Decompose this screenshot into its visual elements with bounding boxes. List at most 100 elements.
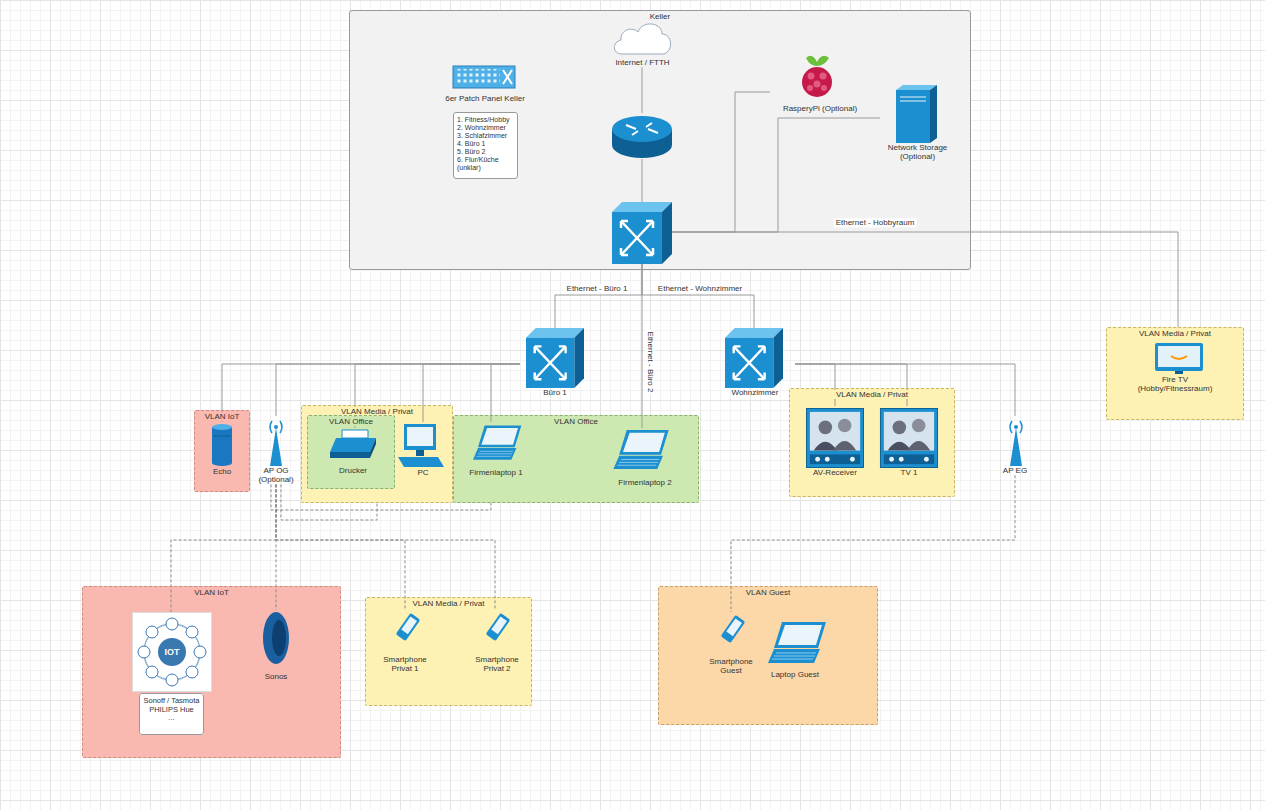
device-label: Büro 1	[520, 388, 590, 397]
smartphone: Smartphone Guest	[698, 612, 764, 675]
device-label: TV 1	[875, 468, 943, 477]
pc: PC	[398, 422, 448, 477]
device-label: Firmenlaptop 1	[458, 468, 534, 477]
vlan-group: VLAN Media / PrivatSmartphone Privat 1Sm…	[365, 597, 532, 706]
group-heading: VLAN Office	[552, 417, 600, 426]
ethernet-link	[355, 364, 520, 428]
access-point: AP OG (Optional)	[253, 416, 299, 484]
device-label: 6. Flur/Küche (unklar)	[457, 156, 514, 172]
smartphone-icon	[721, 615, 746, 643]
vlan-group: VLAN OfficeFirmenlaptop 1 Firmenlaptop 2	[453, 415, 699, 503]
pc-icon	[398, 424, 444, 467]
site-box: KellerInternet / FTTH 6er Patch Panel Kel…	[349, 10, 971, 270]
group-heading: Keller	[648, 12, 672, 21]
vlan-group: VLAN Media / PrivatAV-Receiver TV 1	[789, 388, 955, 497]
patch-note: 1. Fitness/Hobby2. Wohnzimmer3. Schlafzi…	[453, 112, 518, 179]
device-label: Fire TV (Hobby/Fitnessraum)	[1128, 375, 1223, 393]
nas-icon	[896, 85, 937, 143]
core-switch	[612, 202, 672, 264]
smartphone: Smartphone Privat 2	[464, 610, 530, 673]
raspberry-pi: RasperyPi (Optional)	[770, 53, 870, 113]
patch-panel-icon	[453, 66, 515, 88]
link-label: Ethernet - Büro 1	[565, 284, 630, 293]
access-point: AP EG	[995, 416, 1035, 475]
smartphone-icon	[486, 613, 511, 641]
sonos-icon	[263, 612, 289, 664]
group-heading: VLAN Office	[327, 417, 375, 426]
laptop-icon	[473, 426, 521, 460]
iot-panel: IOT	[132, 612, 212, 692]
vlan-group: VLAN IoT Echo	[194, 410, 250, 492]
laptop-icon	[768, 622, 826, 663]
smartphone: Smartphone Privat 1	[372, 610, 438, 673]
device-label: PHILIPS Hue	[142, 706, 201, 715]
device-label: Smartphone Privat 2	[472, 655, 522, 673]
access-point-icon	[270, 421, 282, 466]
internet-cloud: Internet / FTTH	[605, 20, 680, 67]
fire-tv-icon	[1155, 343, 1203, 374]
av-receiver-icon	[806, 409, 863, 468]
device-label: 6er Patch Panel Keller	[440, 94, 530, 103]
vlan-group: VLAN OfficeDrucker	[307, 415, 395, 489]
device-label: Sonos	[252, 672, 300, 681]
switch-icon	[612, 202, 672, 264]
link-label: Ethernet - Hobbyraum	[834, 218, 917, 227]
switch-icon	[526, 328, 584, 388]
vlan-group: VLAN IoTIOTSonoff / TasmotaPHILIPS Hue..…	[82, 586, 341, 758]
device-label: Firmenlaptop 2	[600, 478, 690, 487]
ethernet-link	[795, 364, 907, 406]
group-heading: VLAN Media / Privat	[1137, 329, 1213, 338]
device-label: Internet / FTTH	[605, 58, 680, 67]
link-label: Ethernet - Büro 2	[645, 330, 654, 395]
link-label: Ethernet - Wohnzimmer	[656, 284, 744, 293]
switch: Wohnzimmer	[715, 328, 795, 397]
device-label: Laptop Guest	[760, 670, 830, 679]
device-label: AV-Receiver	[801, 468, 869, 477]
router	[612, 113, 672, 159]
group-heading: VLAN Media / Privat	[834, 390, 910, 399]
ethernet-link	[642, 264, 643, 428]
smartphone-icon	[396, 613, 421, 641]
device-label: Smartphone Privat 1	[380, 655, 430, 673]
laptop: Laptop Guest	[760, 620, 830, 679]
device-label: Wohnzimmer	[715, 388, 795, 397]
ethernet-link	[672, 118, 880, 232]
device-label: 2. Wohnzimmer	[457, 124, 514, 132]
wifi-link	[731, 475, 1015, 612]
vlan-group: VLAN Media / PrivatFire TV (Hobby/Fitnes…	[1106, 327, 1244, 420]
echo-icon	[212, 424, 232, 466]
tv: TV 1	[875, 406, 943, 477]
device-label: RasperyPi (Optional)	[770, 104, 870, 113]
tv-icon	[880, 408, 937, 467]
ethernet-link	[491, 364, 520, 422]
echo: Echo	[205, 422, 239, 476]
device-label: 3. Schlafzimmer	[457, 132, 514, 140]
wifi-link	[276, 484, 277, 610]
ethernet-link	[423, 364, 520, 422]
network-storage: Network Storage (Optional)	[880, 84, 955, 161]
box-fill	[658, 586, 878, 725]
device-label: 4. Büro 1	[457, 140, 514, 148]
ethernet-link	[672, 92, 770, 232]
ethernet-link	[642, 67, 643, 113]
router-icon	[612, 116, 672, 158]
vlan-group: VLAN Media / PrivatVLAN OfficeDruckerPC	[301, 405, 453, 503]
device-label: 5. Büro 2	[457, 148, 514, 156]
switch: Büro 1	[520, 328, 590, 397]
device-label: Network Storage (Optional)	[883, 143, 953, 161]
device-label: 1. Fitness/Hobby	[457, 116, 514, 124]
device-label: Sonoff / Tasmota	[142, 697, 201, 706]
laptop: Firmenlaptop 1	[458, 422, 534, 477]
device-label: Echo	[205, 467, 239, 476]
printer-icon	[330, 430, 376, 458]
ethernet-link	[555, 264, 642, 328]
device-label: Smartphone Guest	[706, 657, 756, 675]
raspberry-pi-icon	[802, 56, 832, 97]
cloud-icon	[614, 24, 670, 54]
ethernet-link	[642, 264, 754, 328]
laptop-icon	[613, 430, 668, 469]
group-heading: VLAN IoT	[203, 412, 242, 421]
group-heading: VLAN Guest	[744, 588, 792, 597]
ethernet-link	[795, 364, 835, 406]
